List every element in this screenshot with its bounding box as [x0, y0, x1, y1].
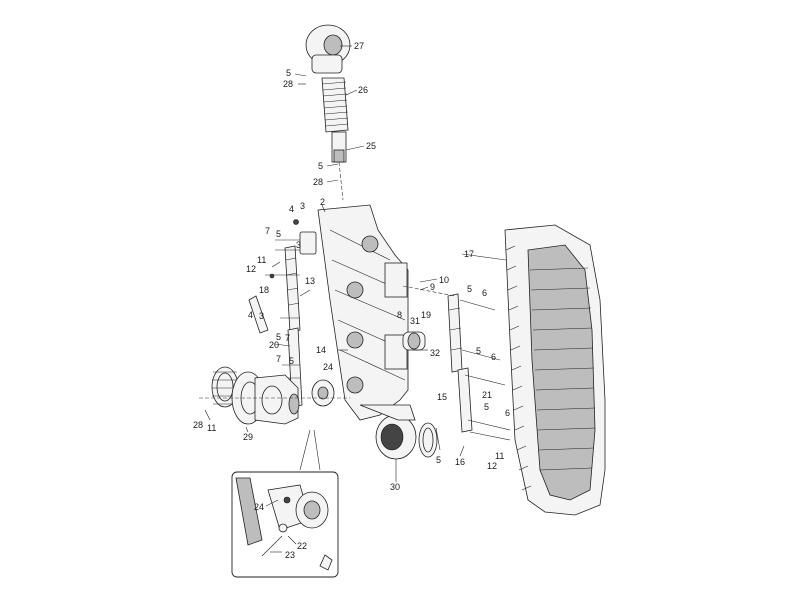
callout-3: 3: [259, 311, 264, 321]
callout-4: 4: [248, 310, 253, 320]
callout-5: 5: [484, 402, 489, 412]
callout-21: 21: [482, 390, 492, 400]
callout-7: 7: [265, 226, 270, 236]
detail-inset: [231, 429, 339, 578]
callout-labels: 27 5 28 26 25 5 28 2 4 3 7 5 3 11 12 13 …: [193, 41, 510, 560]
callout-16: 16: [455, 457, 465, 467]
callout-11: 11: [257, 255, 266, 265]
bracket-13: [299, 231, 317, 255]
callout-20: 20: [269, 340, 279, 350]
callout-24: 24: [323, 362, 333, 372]
callout-5: 5: [276, 229, 281, 239]
hub-24: [311, 379, 335, 407]
callout-14: 14: [316, 345, 326, 355]
callout-4: 4: [289, 204, 294, 214]
callout-17: 17: [464, 249, 474, 259]
callout-11: 11: [495, 451, 504, 461]
callout-31: 31: [410, 316, 420, 326]
callout-18: 18: [259, 285, 269, 295]
callout-22: 22: [297, 541, 307, 551]
clip-3: [248, 295, 269, 334]
callout-3: 3: [296, 240, 301, 250]
callout-28: 28: [313, 177, 323, 187]
leader-lines: [204, 45, 507, 553]
gear-ring-5: [418, 422, 438, 458]
rod-25: [331, 131, 347, 163]
side-plate-19: [447, 293, 463, 373]
callout-5: 5: [276, 332, 281, 342]
callout-26: 26: [358, 85, 368, 95]
side-plate-18: [284, 245, 301, 333]
callout-28: 28: [283, 79, 293, 89]
callout-7: 7: [285, 333, 290, 343]
idler-wheel-27: [305, 24, 351, 74]
callout-5: 5: [436, 455, 441, 465]
callout-25: 25: [366, 141, 376, 151]
drive-housing-30: [359, 404, 417, 460]
drive-motor: [254, 374, 300, 425]
side-plate-21: [457, 367, 473, 433]
callout-5: 5: [289, 356, 294, 366]
callout-9: 9: [430, 282, 435, 292]
callout-27: 27: [354, 41, 364, 51]
spring-26: [321, 77, 349, 133]
callout-2: 2: [320, 197, 325, 207]
gear-ring-11: [211, 366, 239, 408]
callout-23: 23: [285, 550, 295, 560]
callout-10: 10: [439, 275, 449, 285]
roller-31: [402, 331, 426, 351]
callout-19: 19: [421, 310, 431, 320]
callout-29: 29: [243, 432, 253, 442]
callout-12: 12: [246, 264, 256, 274]
callout-11: 11: [207, 423, 216, 433]
bolt-set-right: [402, 285, 511, 441]
track-frame: [317, 204, 409, 421]
callout-5: 5: [476, 346, 481, 356]
callout-12: 12: [487, 461, 497, 471]
callout-6: 6: [505, 408, 510, 418]
callout-6: 6: [482, 288, 487, 298]
callout-32: 32: [430, 348, 440, 358]
callout-30: 30: [390, 482, 400, 492]
callout-28: 28: [193, 420, 203, 430]
callout-5: 5: [286, 68, 291, 78]
callout-8: 8: [397, 310, 402, 320]
callout-3: 3: [300, 201, 305, 211]
callout-15: 15: [437, 392, 447, 402]
callout-5: 5: [318, 161, 323, 171]
callout-13: 13: [305, 276, 315, 286]
track-chain-17: [504, 224, 606, 516]
callout-6: 6: [491, 352, 496, 362]
callout-5: 5: [467, 284, 472, 294]
callout-24: 24: [254, 502, 264, 512]
callout-7: 7: [276, 354, 281, 364]
